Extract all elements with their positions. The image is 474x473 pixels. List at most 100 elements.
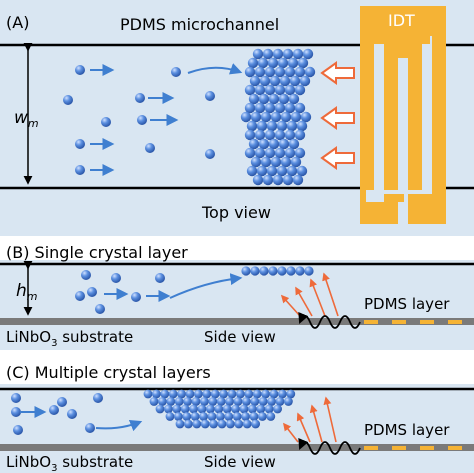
crystal-particle xyxy=(177,389,187,399)
crystal-particle xyxy=(172,404,182,414)
crystal-particle xyxy=(254,66,266,78)
idt-label: IDT xyxy=(388,11,415,30)
crystal-particle xyxy=(272,174,284,186)
crystal-particle xyxy=(295,266,305,276)
crystal-particle xyxy=(183,397,193,406)
pdms-layer-label-c: PDMS layer xyxy=(364,421,450,439)
crystal-particle xyxy=(216,397,226,406)
acoustic-arrow xyxy=(320,146,355,170)
crystal-particle xyxy=(261,389,270,399)
particle xyxy=(75,291,85,301)
crystal-particle xyxy=(286,120,298,132)
particle xyxy=(171,67,181,77)
crystal-particle xyxy=(241,412,251,421)
crystal-particle xyxy=(224,412,234,421)
panel-a-label: (A) xyxy=(6,13,29,32)
idt-fingers-b xyxy=(364,320,462,324)
crystal-particle xyxy=(168,389,178,399)
particle xyxy=(95,304,105,314)
particle xyxy=(13,425,23,435)
crystal-particle xyxy=(256,120,268,132)
crystal-particle xyxy=(206,404,215,414)
crystal-particle xyxy=(248,404,257,414)
particle xyxy=(135,93,145,103)
panel-b: (B) Single crystal layer hm xyxy=(0,243,474,350)
crystal-particle xyxy=(280,156,292,168)
particle xyxy=(85,423,95,433)
acoustic-ray xyxy=(309,404,323,443)
crystal-particle xyxy=(254,84,266,96)
particle xyxy=(11,393,21,403)
acoustic-push-arrows xyxy=(320,61,355,170)
crystal-particle xyxy=(300,111,312,123)
crystal-particle xyxy=(267,397,276,406)
crystal-particle xyxy=(155,404,165,414)
crystal-particle xyxy=(248,138,260,150)
crystal-particle xyxy=(208,397,218,406)
crystal-particle xyxy=(288,93,300,105)
crystal-particle xyxy=(267,57,279,69)
side-view-label-c: Side view xyxy=(204,453,276,471)
crystal-particle xyxy=(242,419,252,429)
crystal-particle xyxy=(304,66,316,78)
particle xyxy=(87,287,97,297)
particle xyxy=(81,270,91,280)
acoustic-arrow xyxy=(320,61,355,85)
crystal-particle xyxy=(249,412,259,421)
crystal-particle xyxy=(200,397,209,406)
crystal-particle xyxy=(165,412,175,421)
crystal-particle xyxy=(149,397,159,406)
crystal-particle xyxy=(275,397,285,406)
crystal-particle xyxy=(250,397,260,406)
crystal-particle xyxy=(299,75,311,87)
substrate-c xyxy=(0,444,474,451)
crystal-particle xyxy=(274,147,286,159)
crystal-particle xyxy=(292,48,304,60)
crystal-particle xyxy=(284,397,293,406)
crystal-particle xyxy=(302,48,314,60)
crystal-particle xyxy=(240,111,252,123)
surface-acoustic-wave-c xyxy=(298,437,361,455)
crystal-particle xyxy=(264,84,276,96)
crystal-particle xyxy=(264,66,276,78)
crystal-particle xyxy=(246,120,258,132)
substrate-label-b: LiNbO3 substrate xyxy=(6,328,133,349)
particle xyxy=(137,115,147,125)
acoustic-ray xyxy=(309,278,326,317)
particle xyxy=(93,393,103,403)
acoustic-ray xyxy=(283,422,299,443)
crystal-particle xyxy=(296,120,308,132)
particle xyxy=(205,91,215,101)
crystal-particle xyxy=(244,389,254,399)
multiple-crystal-layers xyxy=(143,389,296,429)
flow-arrow-curved xyxy=(187,63,243,75)
crystal-particle xyxy=(248,93,260,105)
crystal-particle xyxy=(233,397,243,406)
crystal-particle xyxy=(254,129,266,141)
panel-c: (C) Multiple crystal layers xyxy=(0,363,474,473)
crystal-particle xyxy=(249,75,261,87)
crystal-particle xyxy=(236,389,245,399)
acoustic-ray xyxy=(280,294,301,317)
crystal-particle xyxy=(284,102,296,114)
particle xyxy=(75,65,85,75)
flow-arrows-c xyxy=(20,406,143,432)
crystal-particle xyxy=(219,389,229,399)
crystal-particle xyxy=(274,102,286,114)
particle-crystal-top-view xyxy=(240,48,316,186)
crystal-particle xyxy=(268,266,278,276)
particle xyxy=(57,397,67,407)
crystal-particle xyxy=(278,138,290,150)
surface-acoustic-wave-b xyxy=(298,311,361,329)
crystal-particle xyxy=(259,266,269,276)
crystal-particle xyxy=(282,174,294,186)
crystal-particle xyxy=(294,84,306,96)
crystal-particle xyxy=(216,412,225,421)
crystal-particle xyxy=(250,156,262,168)
crystal-particle xyxy=(174,397,184,406)
substrate-label-c: LiNbO3 substrate xyxy=(6,453,133,473)
crystal-particle xyxy=(214,404,224,414)
crystal-particle xyxy=(273,404,282,414)
crystal-particle xyxy=(256,404,266,414)
